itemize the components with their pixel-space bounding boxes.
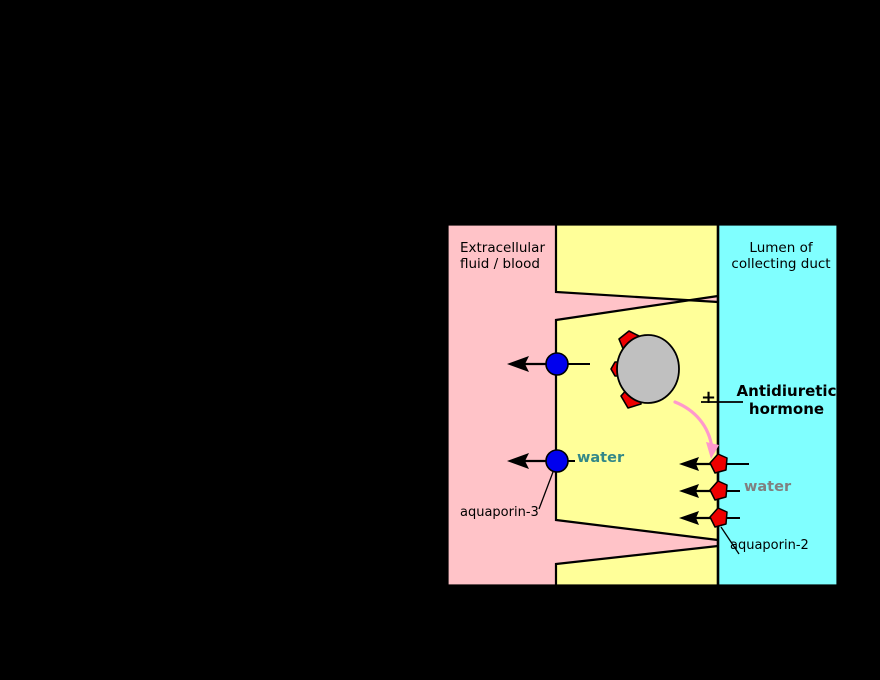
extracellular-fluid-panel: [447, 224, 556, 586]
aquaporin2-icon-3: [709, 507, 728, 528]
adh-aquaporin-diagram: Extracellular fluid / blood Lumen of col…: [447, 224, 838, 586]
adh-signal-arrow: [673, 400, 719, 459]
aquaporin2-label-leader: [720, 526, 740, 555]
aquaporin3-icon-lower: [545, 449, 569, 473]
aquaporin3-label-leader: [538, 471, 554, 510]
aquaporin2-icon-1: [709, 453, 728, 474]
diagram-svg: [447, 224, 838, 586]
aquaporin3-icon-upper: [545, 352, 569, 376]
aquaporin3-channel-lower: [507, 449, 575, 510]
lumen-panel: [719, 224, 838, 586]
aquaporin2-channel-1: [679, 453, 749, 474]
aquaporin2-channel-2: [679, 480, 740, 501]
aquaporin3-channel-upper: [507, 352, 590, 376]
cell-outline-bottom: [554, 544, 719, 586]
water-arrow-lower-left-head: [507, 453, 529, 469]
extracellular-wedge-bottom: [556, 520, 718, 586]
water-arrow-upper-left-head: [507, 356, 529, 372]
aquaporin2-storage-vesicle: [610, 330, 680, 409]
adh-arrow-head: [706, 442, 719, 459]
adh-arrow-curve: [673, 400, 714, 450]
cell-outline-top: [554, 224, 719, 304]
cell-outline-upper-notch: [554, 294, 719, 542]
extracellular-wedge-top: [556, 224, 718, 320]
water-arrow-right-3-head: [679, 511, 699, 525]
diagram-frame: [447, 224, 838, 586]
aquaporin2-icon-2: [709, 480, 728, 501]
vesicle-body: [616, 334, 680, 404]
aquaporin2-channel-3: [679, 507, 740, 555]
water-arrow-right-1-head: [679, 457, 699, 471]
water-arrow-right-2-head: [679, 484, 699, 498]
